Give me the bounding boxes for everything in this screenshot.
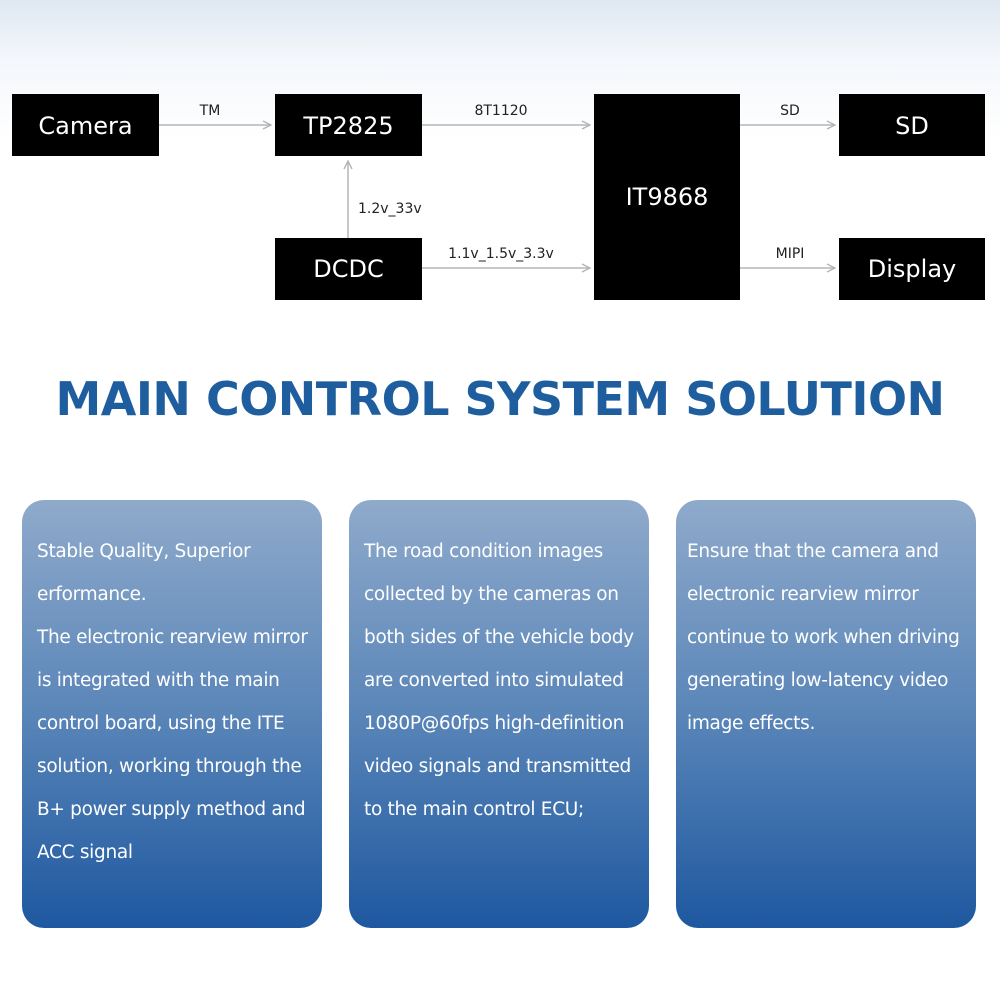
card-line: 1080P@60fps high-definition [364, 713, 625, 734]
card-line: to the main control ECU; [364, 799, 584, 820]
edge-label-1-1v-1-5v-3-3v: 1.1v_1.5v_3.3v [448, 246, 554, 262]
card-line: continue to work when driving [687, 627, 960, 648]
node-label-sd: SD [895, 112, 929, 140]
card-line: video signals and transmitted [364, 756, 631, 777]
card-line: image effects. [687, 713, 816, 734]
node-dcdc [275, 238, 422, 300]
card-line: control board, using the ITE [37, 713, 285, 734]
node-sd [839, 94, 985, 156]
block-diagram: TM 8T1120 1.2v_33v 1.1v_1.5v_3.3v SD MIP… [12, 94, 985, 300]
edge-label-8t1120: 8T1120 [474, 103, 527, 119]
card-line: Ensure that the camera and [687, 541, 939, 562]
card-line: ACC signal [37, 842, 133, 863]
edge-label-mipi: MIPI [776, 246, 805, 262]
node-label-tp2825: TP2825 [302, 112, 393, 140]
card-line: collected by the cameras on [364, 584, 619, 605]
page-title: MAIN CONTROL SYSTEM SOLUTION [55, 372, 945, 426]
card-line: is integrated with the main [37, 670, 280, 691]
edge-label-sd: SD [780, 103, 800, 119]
card-line: The road condition images [364, 541, 603, 562]
feature-card-road-images: The road condition images collected by t… [349, 500, 649, 928]
node-label-camera: Camera [38, 112, 132, 140]
node-label-it9868: IT9868 [626, 183, 709, 211]
node-display [839, 238, 985, 300]
edge-label-1-2v-33v: 1.2v_33v [358, 201, 422, 217]
feature-card-low-latency: Ensure that the camera and electronic re… [676, 500, 976, 928]
node-label-dcdc: DCDC [313, 255, 383, 283]
card-line: B+ power supply method and [37, 799, 306, 820]
card-line: are converted into simulated [364, 670, 624, 691]
card-line: generating low-latency video [687, 670, 949, 691]
node-it9868 [594, 94, 740, 300]
node-label-display: Display [868, 255, 956, 283]
card-line: erformance. [37, 584, 147, 605]
node-camera [12, 94, 159, 156]
card-line: Stable Quality, Superior [37, 541, 251, 562]
edge-label-tm: TM [199, 103, 221, 119]
feature-card-stability: Stable Quality, Superior erformance. The… [22, 500, 322, 928]
card-line: solution, working through the [37, 756, 302, 777]
node-tp2825 [275, 94, 422, 156]
card-line: electronic rearview mirror [687, 584, 919, 605]
card-line: The electronic rearview mirror [37, 627, 308, 648]
card-line: both sides of the vehicle body [364, 627, 634, 648]
